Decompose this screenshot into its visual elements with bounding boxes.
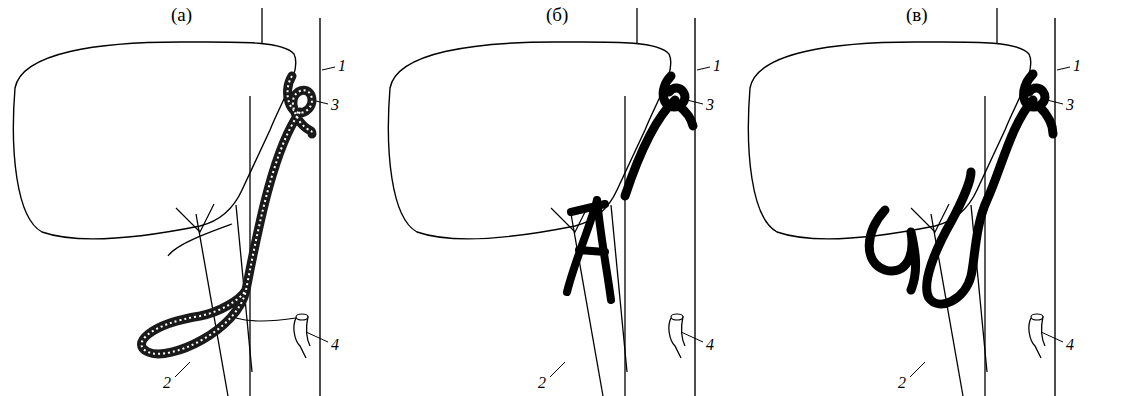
varicose-vein xyxy=(927,74,1053,304)
panel-label: (в) xyxy=(905,4,929,26)
varicose-vein xyxy=(141,76,312,354)
panel-b xyxy=(388,8,710,396)
callout-number: 2 xyxy=(537,374,547,392)
callout-number: 3 xyxy=(705,96,715,114)
panel-label: (а) xyxy=(170,4,193,26)
varicose-vein xyxy=(869,210,915,290)
varicose-vein xyxy=(567,200,611,300)
callout-number: 3 xyxy=(1065,96,1075,114)
callout-number: 1 xyxy=(337,57,347,75)
varicose-vein xyxy=(625,76,693,196)
anatomy-outline xyxy=(13,8,335,396)
callout-number: 4 xyxy=(330,336,340,354)
panel-a xyxy=(13,8,335,396)
callout-number: 2 xyxy=(162,374,172,392)
callout-number: 1 xyxy=(712,57,722,75)
panel-c xyxy=(748,8,1070,396)
anatomy-outline xyxy=(388,8,710,396)
callout-number: 1 xyxy=(1072,57,1082,75)
callout-number: 4 xyxy=(1065,336,1075,354)
callout-number: 2 xyxy=(897,374,907,392)
anatomy-outline xyxy=(748,8,1070,396)
callout-number: 3 xyxy=(330,96,340,114)
panel-label: (б) xyxy=(545,4,569,26)
callout-number: 4 xyxy=(705,336,715,354)
